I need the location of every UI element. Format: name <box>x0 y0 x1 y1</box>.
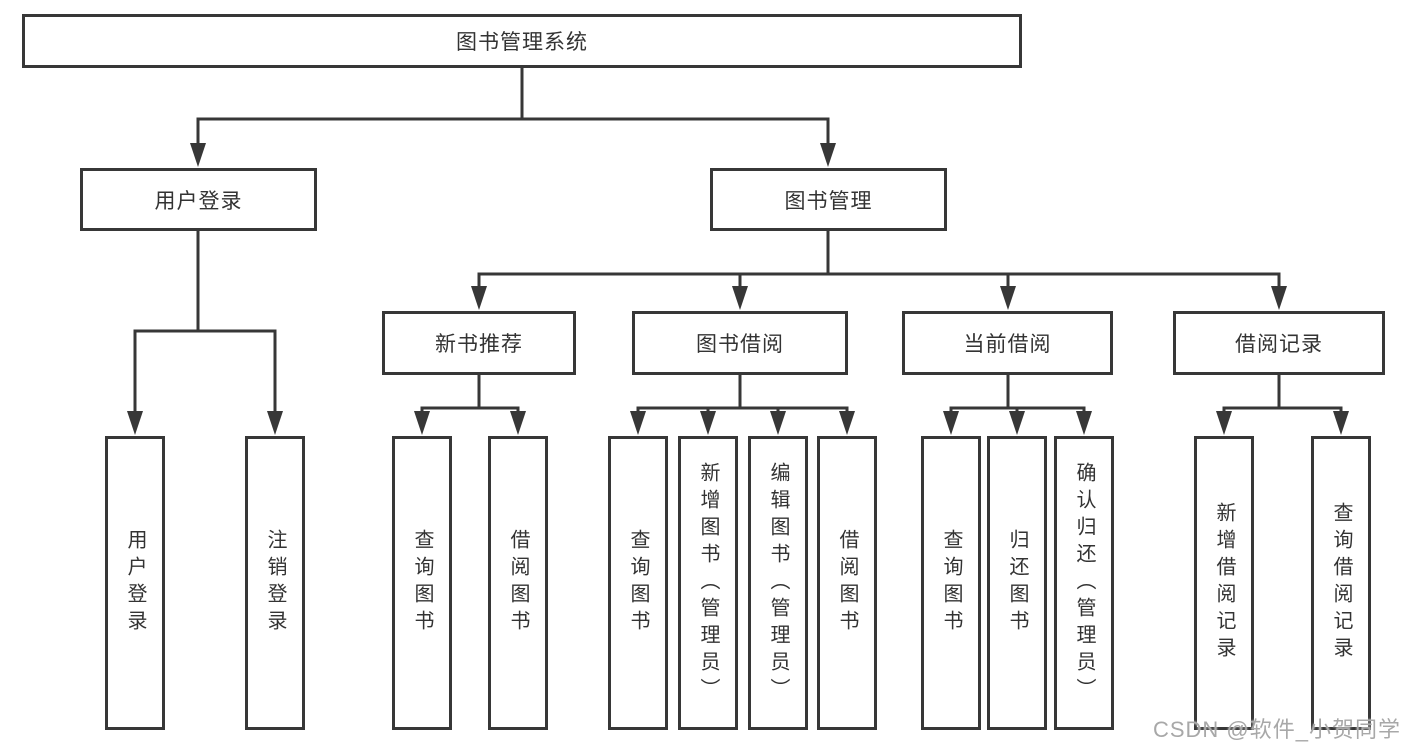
node-label: 查询图书 <box>411 529 433 637</box>
node-label: 图书管理 <box>784 189 873 213</box>
leaf-return-books: 归还图书 <box>987 436 1047 730</box>
node-label: 当前借阅 <box>963 333 1052 356</box>
node-new-book-recommendation: 新书推荐 <box>382 311 576 375</box>
arrowhead <box>700 411 716 435</box>
node-label: 新书推荐 <box>435 333 523 356</box>
arrowhead <box>127 411 143 435</box>
arrowhead <box>1271 286 1287 310</box>
leaf-add-borrow-record: 新增借阅记录 <box>1194 436 1254 730</box>
leaf-query-books-recommend: 查询图书 <box>392 436 452 730</box>
arrowhead <box>510 411 526 435</box>
leaf-add-books-admin: 新增图书（管理员） <box>678 436 738 730</box>
arrowhead <box>1000 286 1016 310</box>
leaf-query-borrow-record: 查询借阅记录 <box>1311 436 1371 730</box>
node-label: 用户登录 <box>124 529 146 637</box>
arrowhead <box>1009 411 1025 435</box>
leaf-borrow-books-borrowing: 借阅图书 <box>817 436 877 730</box>
node-label: 借阅图书 <box>836 529 858 637</box>
leaf-logout-login: 注销登录 <box>245 436 305 730</box>
arrowhead <box>770 411 786 435</box>
arrowhead <box>414 411 430 435</box>
arrowhead <box>190 143 206 167</box>
node-label: 借阅图书 <box>507 529 529 637</box>
node-label: 查询图书 <box>627 529 649 637</box>
node-book-borrowing: 图书借阅 <box>632 311 848 375</box>
watermark: CSDN @软件_小贺同学 <box>1152 717 1401 742</box>
node-label: 新增图书（管理员） <box>697 461 719 705</box>
node-label: 查询借阅记录 <box>1330 502 1352 664</box>
arrowhead <box>1216 411 1232 435</box>
arrowhead <box>267 411 283 435</box>
node-user-login: 用户登录 <box>80 168 317 231</box>
leaf-query-books-current: 查询图书 <box>921 436 981 730</box>
node-label: 新增借阅记录 <box>1213 502 1235 664</box>
node-current-borrowing: 当前借阅 <box>902 311 1113 375</box>
node-label: 编辑图书（管理员） <box>767 461 789 705</box>
node-label: 借阅记录 <box>1235 333 1323 356</box>
node-label: 用户登录 <box>154 189 243 213</box>
leaf-borrow-books-recommend: 借阅图书 <box>488 436 548 730</box>
node-label: 确认归还（管理员） <box>1073 461 1095 705</box>
leaf-query-books-borrowing: 查询图书 <box>608 436 668 730</box>
node-label: 图书管理系统 <box>456 31 588 54</box>
node-label: 查询图书 <box>940 529 962 637</box>
arrowhead <box>732 286 748 310</box>
arrowhead <box>943 411 959 435</box>
arrowhead <box>630 411 646 435</box>
arrowhead <box>471 286 487 310</box>
node-root: 图书管理系统 <box>22 14 1022 68</box>
node-borrowing-records: 借阅记录 <box>1173 311 1385 375</box>
arrowhead <box>820 143 836 167</box>
arrowhead <box>1076 411 1092 435</box>
node-label: 归还图书 <box>1006 529 1028 637</box>
leaf-confirm-return-admin: 确认归还（管理员） <box>1054 436 1114 730</box>
leaf-edit-books-admin: 编辑图书（管理员） <box>748 436 808 730</box>
node-book-management: 图书管理 <box>710 168 947 231</box>
leaf-user-login: 用户登录 <box>105 436 165 730</box>
arrowhead <box>839 411 855 435</box>
node-label: 图书借阅 <box>696 333 784 356</box>
node-label: 注销登录 <box>264 529 286 637</box>
arrowhead <box>1333 411 1349 435</box>
